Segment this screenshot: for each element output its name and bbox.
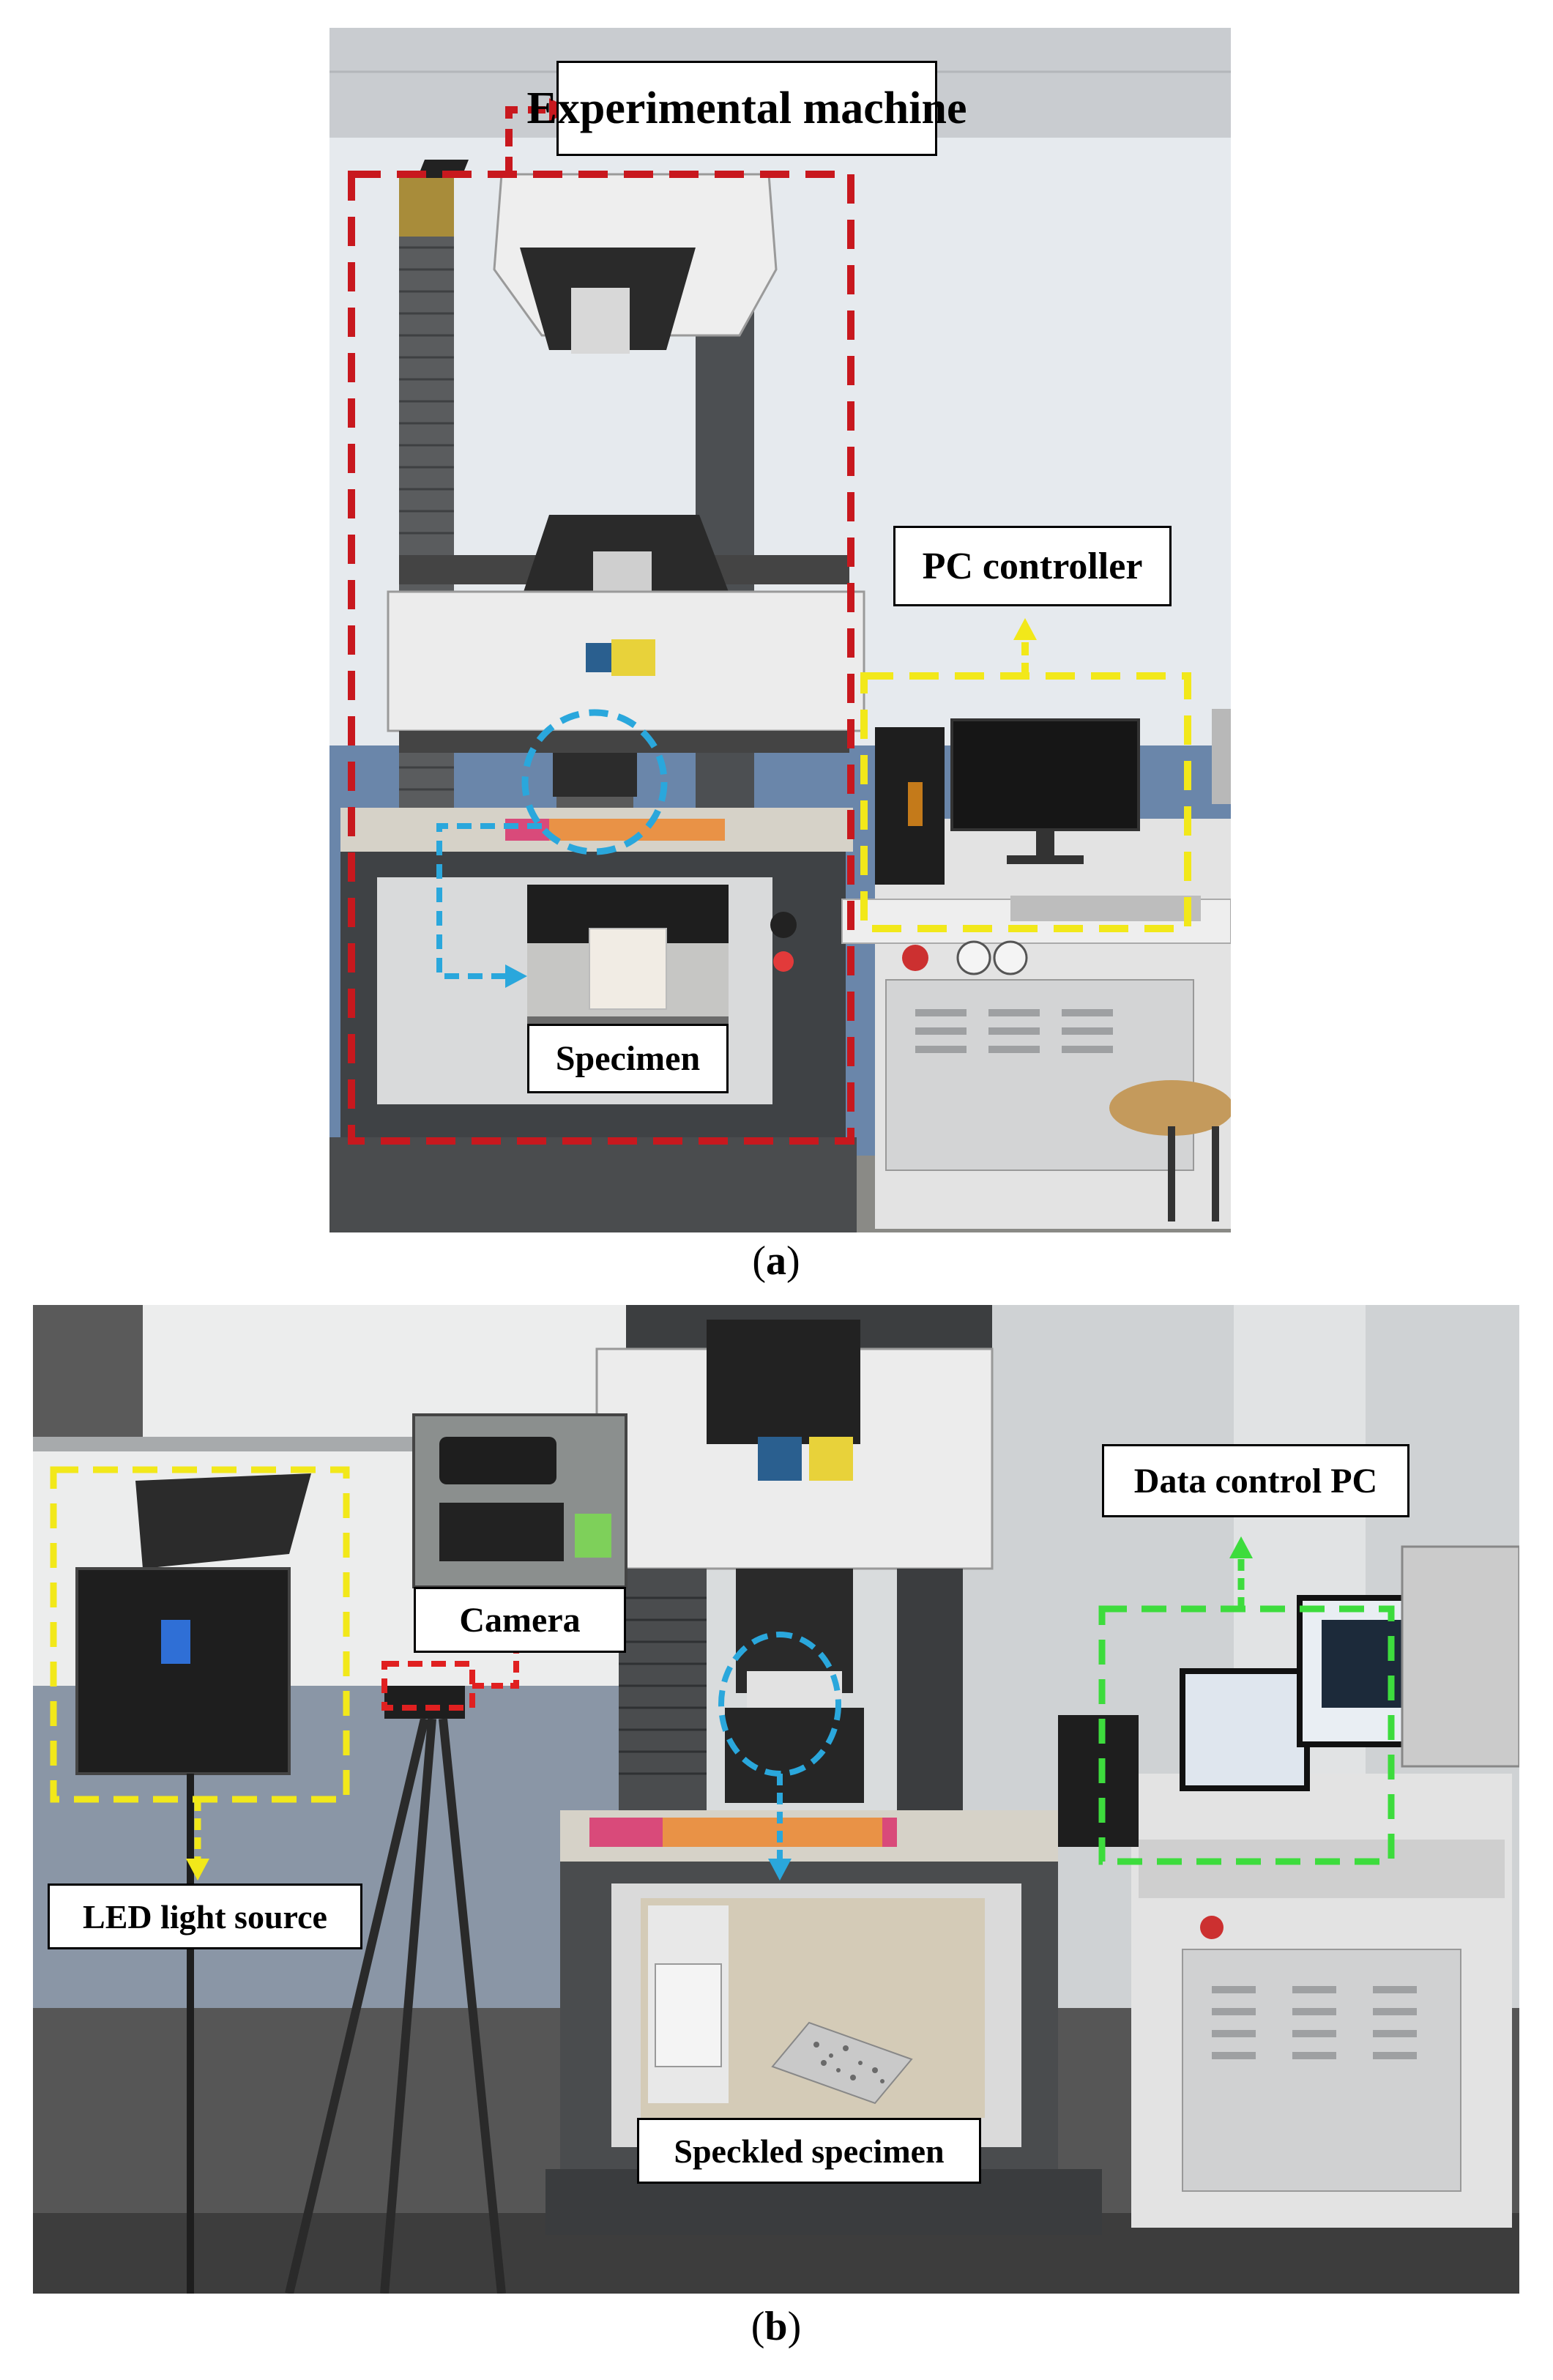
led-light	[75, 1473, 311, 2294]
caption-b-close: )	[787, 2304, 802, 2349]
camera-callout-box	[381, 1661, 475, 1711]
caption-b: (b)	[703, 2303, 849, 2350]
window	[33, 1305, 143, 1437]
specimen-callout-circle	[521, 709, 668, 855]
camera-inset-photo	[412, 1413, 627, 1588]
caption-a-letter: a	[766, 1238, 786, 1284]
specimen-arrowhead-b	[768, 1859, 792, 1881]
photo-panel-a: Experimental machine PC controller Speci…	[329, 28, 1231, 1232]
label-pc-controller: PC controller	[893, 526, 1172, 606]
label-camera: Camera	[414, 1587, 626, 1653]
caption-b-letter: b	[764, 2304, 788, 2349]
camera-lens	[439, 1437, 556, 1484]
caption-b-open: (	[751, 2304, 765, 2349]
label-speckled-specimen: Speckled specimen	[637, 2118, 981, 2184]
specimen-inset-photo	[527, 885, 729, 1053]
pc-monitor-left	[1180, 1668, 1310, 1791]
stool	[1109, 1080, 1231, 1136]
label-experimental-machine: Experimental machine	[527, 61, 967, 156]
caption-a-close: )	[786, 1238, 800, 1284]
caption-a: (a)	[703, 1238, 849, 1284]
photo-panel-b: Camera Data control PC LED light source …	[33, 1305, 1519, 2294]
camera-callout-arrow	[472, 1642, 519, 1689]
label-specimen: Specimen	[527, 1024, 729, 1093]
speckled-specimen	[771, 2021, 913, 2105]
label-led-light-source: LED light source	[48, 1883, 362, 1949]
panel-a-photo	[329, 28, 1231, 1232]
machine-callout-arrow	[505, 106, 556, 174]
caption-a-open: (	[752, 1238, 766, 1284]
pc-callout-box-b	[1098, 1605, 1395, 1865]
pc-arrowhead	[1013, 618, 1037, 640]
specimen-callout-arrow	[436, 823, 542, 979]
camera-body	[439, 1503, 564, 1561]
machine-callout-box	[348, 171, 854, 1145]
speckled-specimen-inset	[641, 1898, 985, 2118]
camera-tripod	[285, 1686, 506, 2294]
specimen-arrowhead	[505, 964, 527, 988]
pc-arrowhead-b	[1229, 1536, 1253, 1558]
monitor	[950, 718, 1140, 831]
specimen-block	[589, 928, 667, 1010]
led-arrowhead	[186, 1859, 209, 1881]
label-data-control-pc: Data control PC	[1102, 1444, 1409, 1517]
